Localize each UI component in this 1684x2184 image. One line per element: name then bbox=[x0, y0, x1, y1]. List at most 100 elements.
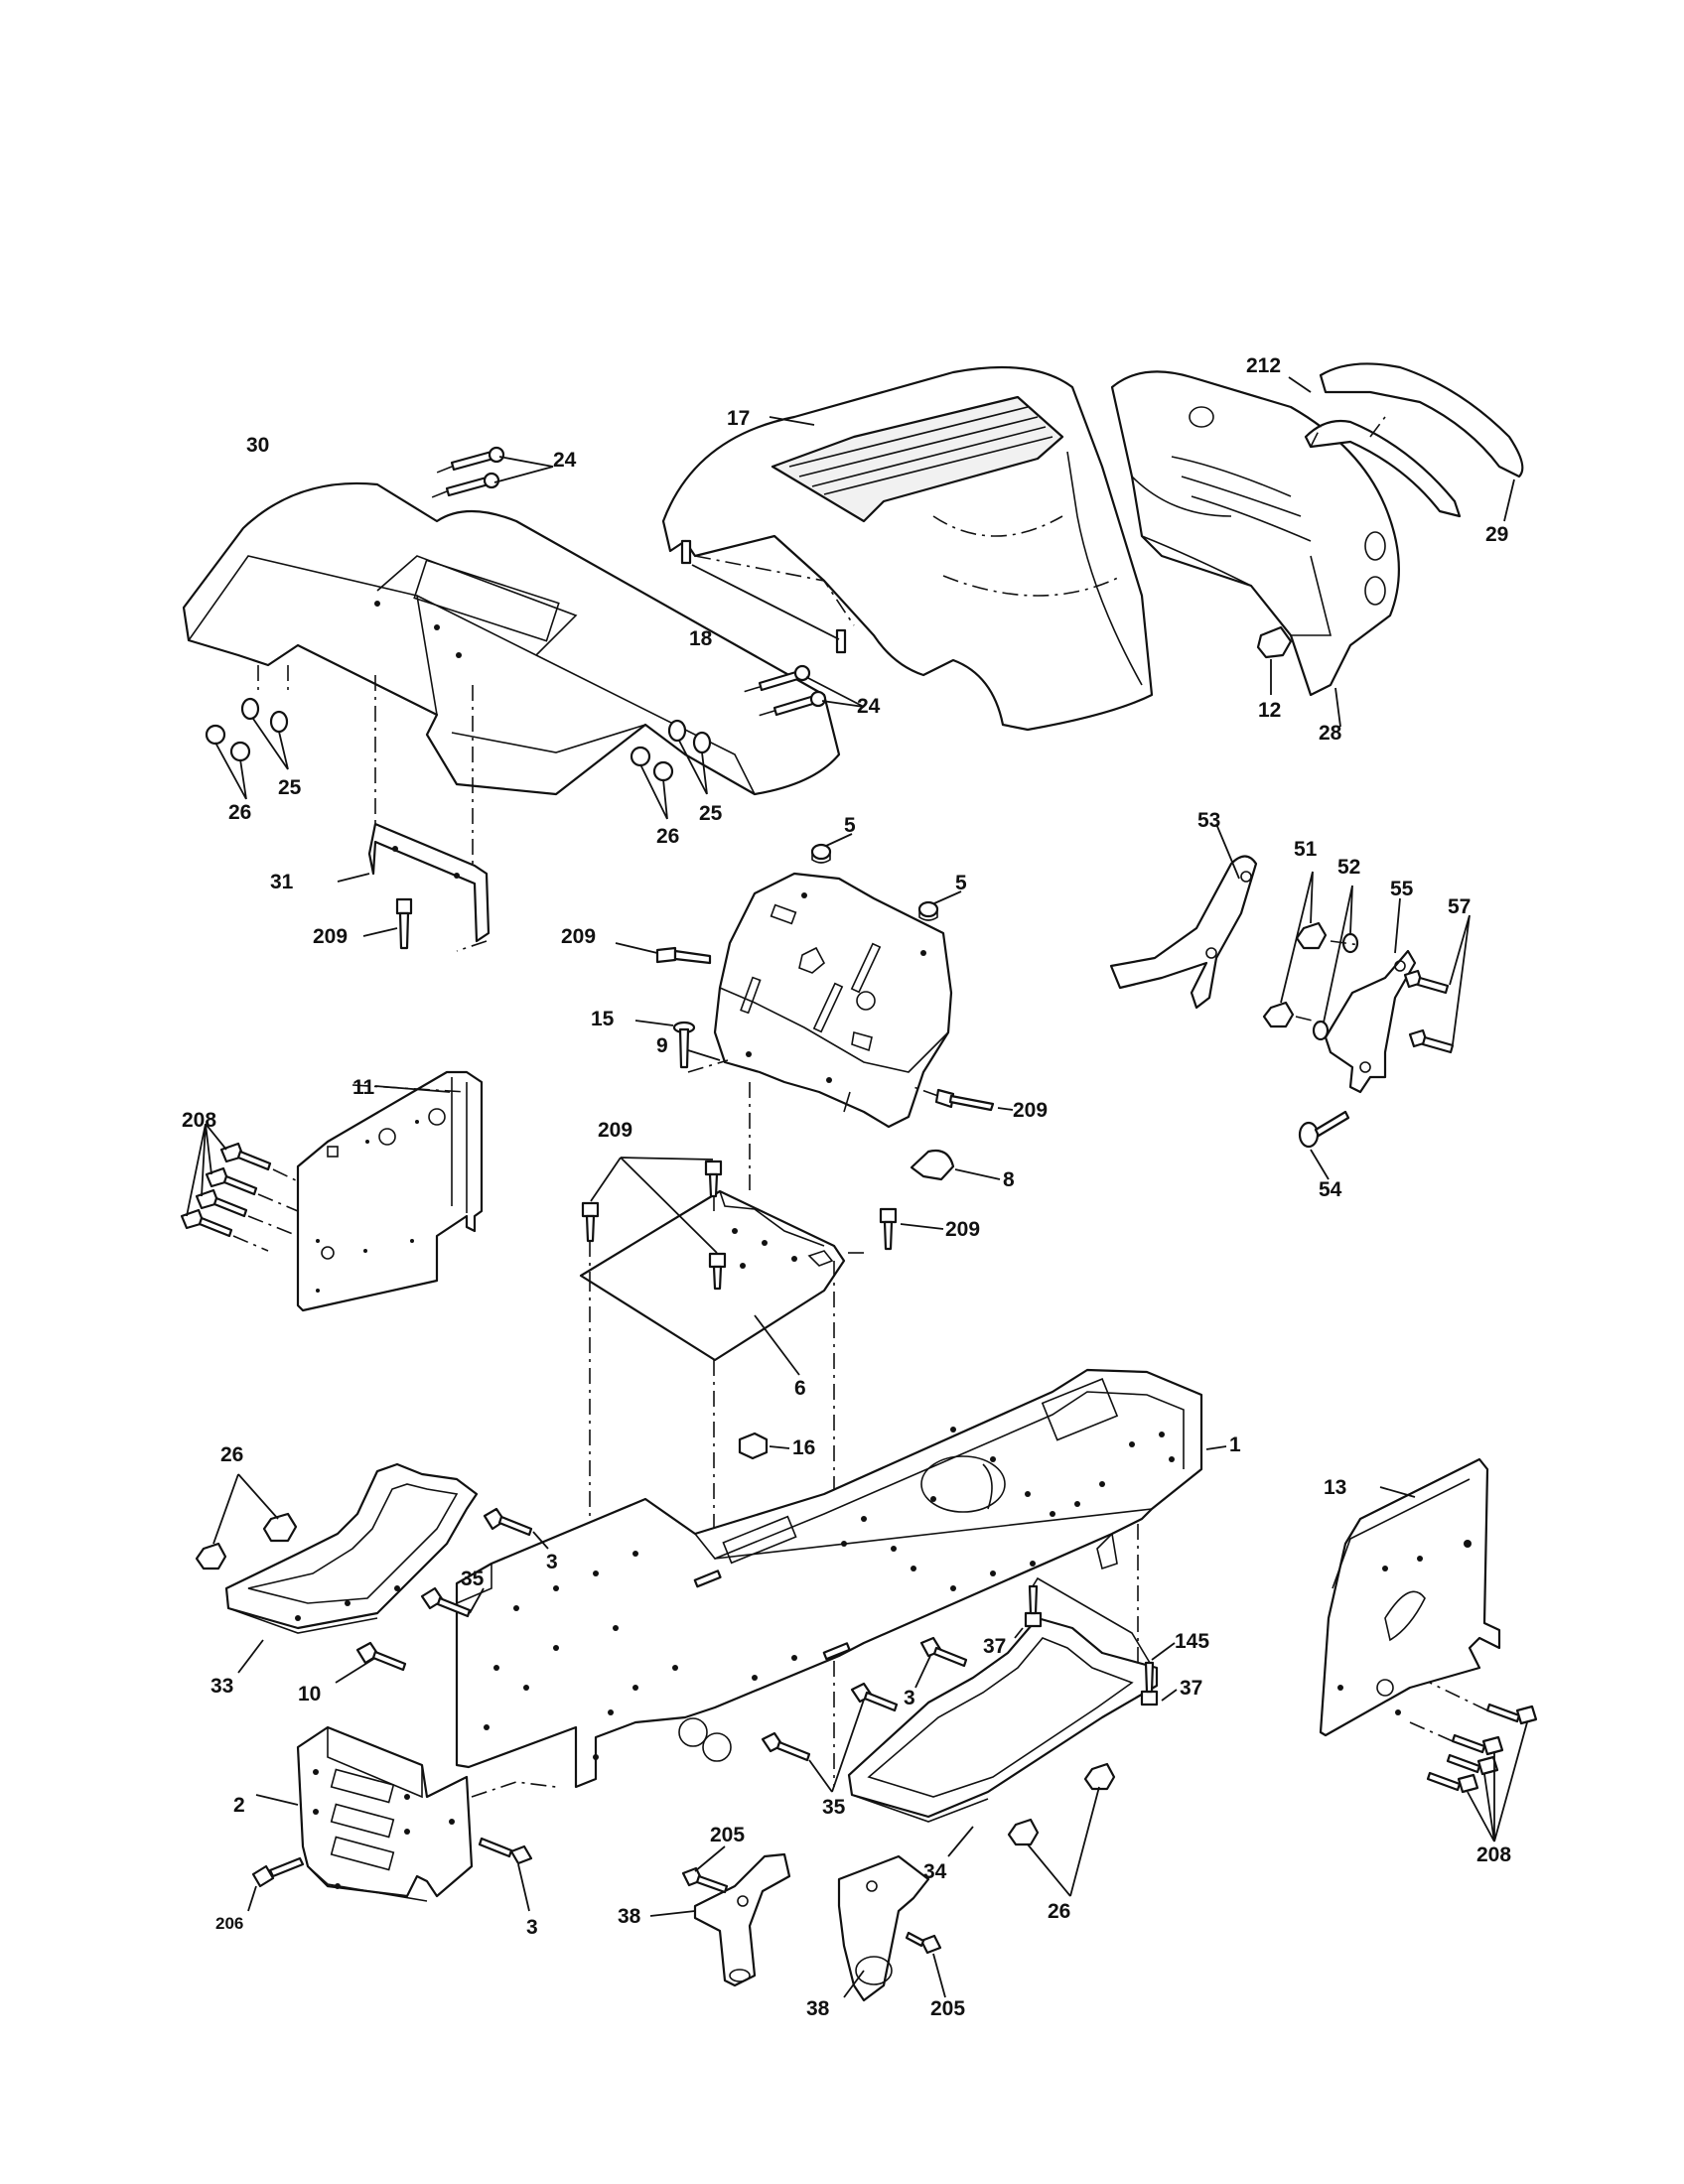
callout-205-a: 205 bbox=[710, 1824, 745, 1846]
dash-panel-part-9 bbox=[687, 872, 953, 1129]
callout-208-b: 208 bbox=[1476, 1843, 1511, 1866]
callout-17: 17 bbox=[727, 407, 750, 430]
nuts-washers-left bbox=[205, 665, 289, 800]
callout-5-a: 5 bbox=[844, 814, 856, 837]
callout-labels: 30 24 17 212 29 18 24 12 28 26 25 26 25 … bbox=[182, 354, 1511, 2020]
bolt-part-10 bbox=[335, 1641, 407, 1684]
callout-8: 8 bbox=[1003, 1168, 1015, 1191]
knob-part-54 bbox=[1298, 1110, 1350, 1180]
bolt-part-209-c bbox=[912, 1086, 1014, 1112]
callout-9: 9 bbox=[656, 1034, 668, 1057]
callout-13: 13 bbox=[1324, 1476, 1346, 1499]
callout-53: 53 bbox=[1197, 809, 1220, 832]
callout-25-b: 25 bbox=[699, 802, 723, 825]
bolts-part-37-145 bbox=[1014, 1576, 1178, 1706]
callout-11: 11 bbox=[352, 1076, 375, 1099]
callout-209-e: 209 bbox=[945, 1218, 980, 1241]
callout-31: 31 bbox=[270, 871, 294, 893]
bolts-part-24-upper bbox=[426, 446, 554, 500]
callout-209-d: 209 bbox=[598, 1119, 632, 1142]
bolts-part-208-left bbox=[180, 1123, 299, 1252]
bolt-part-3-upper-left bbox=[483, 1507, 549, 1550]
callout-5-b: 5 bbox=[955, 872, 967, 894]
callout-57: 57 bbox=[1448, 895, 1471, 918]
callout-3-c: 3 bbox=[526, 1916, 538, 1939]
bolts-part-57 bbox=[1403, 914, 1471, 1054]
callout-212: 212 bbox=[1246, 354, 1281, 377]
plate-part-6 bbox=[579, 1189, 846, 1376]
callout-16: 16 bbox=[792, 1436, 815, 1459]
nuts-washers-right bbox=[630, 719, 712, 820]
callout-6: 6 bbox=[794, 1377, 806, 1400]
callout-24-upper: 24 bbox=[553, 449, 577, 472]
hood-part-17 bbox=[661, 365, 1154, 732]
callout-35-b: 35 bbox=[822, 1796, 846, 1819]
bolt-part-206 bbox=[247, 1856, 305, 1912]
callout-26-d: 26 bbox=[1048, 1900, 1070, 1923]
callout-2: 2 bbox=[233, 1794, 245, 1817]
callout-28: 28 bbox=[1319, 722, 1342, 745]
clip-part-8 bbox=[910, 1149, 1001, 1181]
callout-33: 33 bbox=[210, 1675, 233, 1698]
bolt-part-35-left bbox=[420, 1586, 485, 1618]
callout-54: 54 bbox=[1319, 1178, 1342, 1201]
part-12-nut bbox=[1256, 625, 1293, 695]
bracket-part-38-right bbox=[837, 1854, 930, 2002]
side-panel-part-11 bbox=[296, 1070, 484, 1312]
bolts-part-24-lower bbox=[739, 664, 865, 718]
bracket-part-55 bbox=[1324, 897, 1417, 1094]
bolts-part-209-d bbox=[581, 1157, 727, 1291]
footrest-part-34 bbox=[847, 1616, 1159, 1857]
callout-35-a: 35 bbox=[461, 1568, 485, 1590]
nuts-part-26-left bbox=[195, 1473, 298, 1570]
callout-26-a: 26 bbox=[228, 801, 251, 824]
callout-37-a: 37 bbox=[983, 1635, 1006, 1658]
callout-24-lower: 24 bbox=[857, 695, 881, 718]
bracket-part-31 bbox=[337, 675, 491, 952]
main-frame-part-1 bbox=[455, 1368, 1227, 1789]
bracket-part-53 bbox=[1109, 823, 1258, 1010]
bolt-part-205-left bbox=[681, 1845, 729, 1894]
callout-209-c: 209 bbox=[1013, 1099, 1048, 1122]
callout-38-a: 38 bbox=[618, 1905, 641, 1928]
callout-38-b: 38 bbox=[806, 1997, 830, 2020]
bolt-part-3-center bbox=[850, 1636, 968, 1712]
callout-12: 12 bbox=[1258, 699, 1281, 722]
callout-26-b: 26 bbox=[656, 825, 679, 848]
bolt-part-205-right bbox=[905, 1931, 946, 1998]
nut-part-16 bbox=[738, 1432, 790, 1460]
callout-25-a: 25 bbox=[278, 776, 302, 799]
bolt-part-209-b bbox=[615, 942, 712, 965]
callout-29: 29 bbox=[1485, 523, 1508, 546]
grille-insert-parts-212-29 bbox=[1288, 362, 1524, 522]
bracket-part-38-left bbox=[649, 1852, 791, 1987]
callout-145: 145 bbox=[1175, 1630, 1209, 1653]
callout-1: 1 bbox=[1229, 1433, 1241, 1456]
bolt-part-3-lower bbox=[478, 1837, 533, 1912]
callout-52: 52 bbox=[1337, 856, 1360, 879]
callout-206: 206 bbox=[215, 1914, 243, 1933]
callout-209-a: 209 bbox=[313, 925, 348, 948]
bolt-part-35-lower bbox=[761, 1699, 865, 1793]
side-panel-part-13 bbox=[1319, 1457, 1501, 1737]
fender-part-30 bbox=[182, 481, 841, 796]
callout-3-a: 3 bbox=[546, 1551, 558, 1573]
callout-51: 51 bbox=[1294, 838, 1318, 861]
callout-18: 18 bbox=[689, 627, 713, 650]
bolt-part-209-e bbox=[844, 1207, 944, 1254]
callout-30: 30 bbox=[246, 434, 269, 457]
callout-209-b: 209 bbox=[561, 925, 596, 948]
washers-nuts-51-52 bbox=[1262, 871, 1361, 1041]
nuts-part-26-right bbox=[1007, 1762, 1116, 1897]
callout-55: 55 bbox=[1390, 878, 1414, 900]
callout-208-a: 208 bbox=[182, 1109, 216, 1132]
bolt-part-15 bbox=[634, 1020, 729, 1073]
callout-3-b: 3 bbox=[904, 1687, 915, 1709]
callout-37-b: 37 bbox=[1180, 1677, 1202, 1700]
bolts-part-208-right bbox=[1409, 1682, 1538, 1843]
callout-34: 34 bbox=[923, 1860, 947, 1883]
grille-part-28 bbox=[1110, 370, 1400, 728]
grommets-part-5 bbox=[810, 833, 962, 921]
callout-15: 15 bbox=[591, 1008, 615, 1030]
